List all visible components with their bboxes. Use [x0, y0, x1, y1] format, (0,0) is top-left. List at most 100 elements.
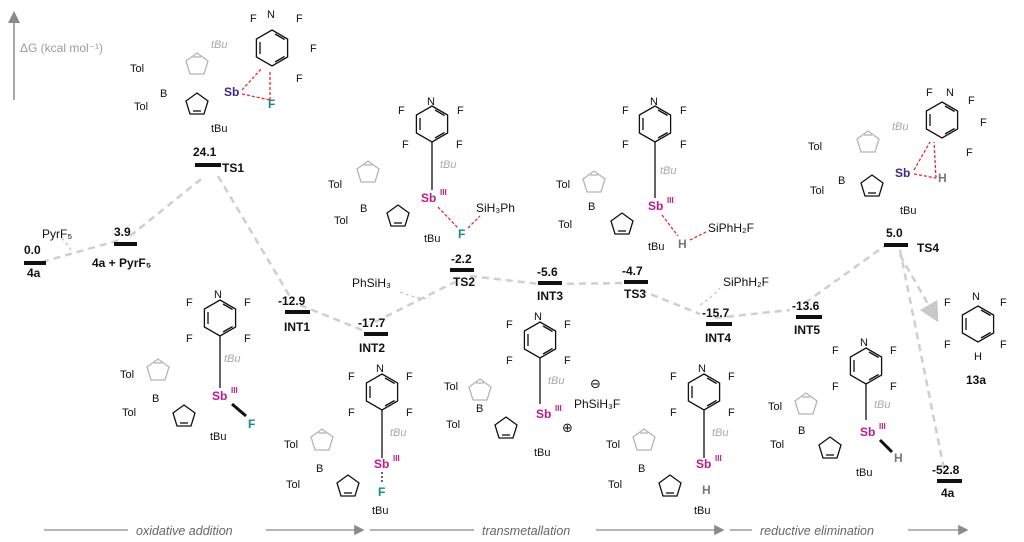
svg-text:tBu: tBu: [660, 165, 677, 177]
svg-text:Sb: Sb: [860, 425, 875, 439]
level-4a-plus-pyrf5: 3.9 4a + PyrF₅ PyrF₅: [42, 225, 151, 270]
reaction-path: [41, 175, 947, 475]
svg-text:F: F: [268, 97, 275, 111]
svg-text:tBu: tBu: [211, 39, 228, 51]
svg-text:F: F: [832, 345, 839, 357]
svg-text:tBu: tBu: [892, 121, 909, 133]
svg-text:F: F: [406, 371, 413, 383]
svg-text:F: F: [890, 381, 897, 393]
level-ts2: -2.2 TS2: [450, 252, 475, 289]
svg-text:INT5: INT5: [794, 323, 820, 337]
svg-text:Sb: Sb: [224, 85, 239, 99]
svg-text:F: F: [378, 485, 385, 499]
level-ts1: 24.1 TS1: [193, 145, 244, 175]
structure-int1: F N F F F tBu B Tol Tol tBu Sb III F: [120, 289, 255, 443]
stage-oxidative-addition: oxidative addition: [136, 524, 233, 538]
reagent-pyrf5: PyrF₅: [42, 227, 72, 241]
svg-text:Tol: Tol: [444, 381, 458, 393]
svg-text:Tol: Tol: [558, 219, 572, 231]
svg-text:-13.6: -13.6: [792, 299, 820, 313]
svg-text:F: F: [944, 339, 951, 351]
level-ts4: 5.0 TS4: [884, 226, 939, 255]
svg-text:24.1: 24.1: [193, 145, 217, 159]
svg-text:F: F: [980, 117, 987, 129]
svg-text:Sb: Sb: [212, 389, 227, 403]
svg-text:tBu: tBu: [390, 427, 407, 439]
svg-text:N: N: [698, 363, 706, 375]
product-13a: F N F F F H 13a: [944, 291, 1007, 387]
svg-text:TS3: TS3: [624, 287, 646, 301]
svg-text:III: III: [879, 422, 886, 431]
svg-text:F: F: [670, 371, 677, 383]
level-int2: -17.7 INT2 PhSiH₃: [352, 276, 391, 355]
svg-text:F: F: [296, 73, 303, 85]
structure-ts2: F N F F F tBu B Tol Tol tBu Sb III F SiH…: [328, 96, 515, 245]
reagent-siphh2f: SiPhH₂F: [723, 275, 769, 289]
svg-text:PhSiH₃F: PhSiH₃F: [574, 397, 620, 411]
svg-text:H: H: [974, 351, 982, 363]
svg-text:F: F: [728, 371, 735, 383]
svg-text:-2.2: -2.2: [451, 252, 472, 266]
svg-text:TS2: TS2: [453, 275, 475, 289]
svg-text:⊕: ⊕: [562, 420, 573, 435]
svg-text:-52.8: -52.8: [932, 463, 960, 477]
svg-text:INT4: INT4: [705, 331, 731, 345]
svg-text:Sb: Sb: [648, 199, 663, 213]
svg-text:N: N: [946, 87, 954, 99]
svg-text:N: N: [427, 96, 435, 108]
svg-text:F: F: [244, 333, 251, 345]
svg-text:tBu: tBu: [372, 505, 389, 517]
svg-text:III: III: [667, 196, 674, 205]
svg-text:F: F: [680, 105, 687, 117]
svg-text:B: B: [798, 425, 805, 437]
svg-text:H: H: [938, 171, 947, 185]
svg-text:tBu: tBu: [712, 427, 729, 439]
svg-text:F: F: [832, 381, 839, 393]
svg-text:F: F: [926, 87, 933, 99]
structure-int3: F N F F F tBu B Tol Tol tBu Sb III ⊕ ⊖ P…: [444, 311, 620, 459]
svg-text:F: F: [402, 139, 409, 151]
svg-text:III: III: [555, 404, 562, 413]
level-int1: -12.9 INT1: [278, 294, 310, 334]
reagent-arrows: [61, 237, 721, 306]
svg-text:F: F: [944, 297, 951, 309]
svg-text:Tol: Tol: [328, 179, 342, 191]
level-ts3: -4.7 TS3: [622, 264, 648, 301]
svg-text:N: N: [534, 311, 542, 323]
svg-text:III: III: [715, 454, 722, 463]
svg-text:tBu: tBu: [224, 353, 241, 365]
svg-text:tBu: tBu: [648, 241, 665, 253]
svg-text:F: F: [248, 417, 255, 431]
svg-text:F: F: [406, 407, 413, 419]
svg-text:B: B: [360, 203, 367, 215]
svg-text:Tol: Tol: [134, 101, 148, 113]
svg-text:INT2: INT2: [359, 341, 385, 355]
level-int5: -13.6 INT5: [792, 299, 822, 337]
svg-text:Tol: Tol: [120, 369, 134, 381]
svg-text:Tol: Tol: [770, 439, 784, 451]
svg-text:tBu: tBu: [210, 431, 227, 443]
svg-text:N: N: [650, 96, 658, 108]
svg-text:-12.9: -12.9: [278, 294, 306, 308]
svg-text:Sb: Sb: [536, 407, 551, 421]
svg-text:4a + PyrF₅: 4a + PyrF₅: [92, 256, 151, 270]
svg-text:F: F: [564, 355, 571, 367]
svg-text:Sb: Sb: [895, 166, 910, 180]
svg-text:F: F: [622, 105, 629, 117]
svg-text:H: H: [894, 451, 903, 465]
svg-text:F: F: [186, 297, 193, 309]
stage-reductive-elimination: reductive elimination: [760, 524, 874, 538]
svg-text:N: N: [214, 289, 222, 301]
svg-text:F: F: [244, 297, 251, 309]
svg-text:4a: 4a: [27, 266, 41, 280]
svg-text:F: F: [680, 139, 687, 151]
svg-text:Tol: Tol: [556, 179, 570, 191]
svg-text:TS4: TS4: [917, 241, 939, 255]
svg-text:tBu: tBu: [440, 159, 457, 171]
y-axis-label: ΔG (kcal mol⁻¹): [20, 41, 103, 55]
svg-text:F: F: [968, 95, 975, 107]
svg-text:Tol: Tol: [810, 185, 824, 197]
svg-text:F: F: [1000, 339, 1007, 351]
svg-text:Tol: Tol: [446, 419, 460, 431]
